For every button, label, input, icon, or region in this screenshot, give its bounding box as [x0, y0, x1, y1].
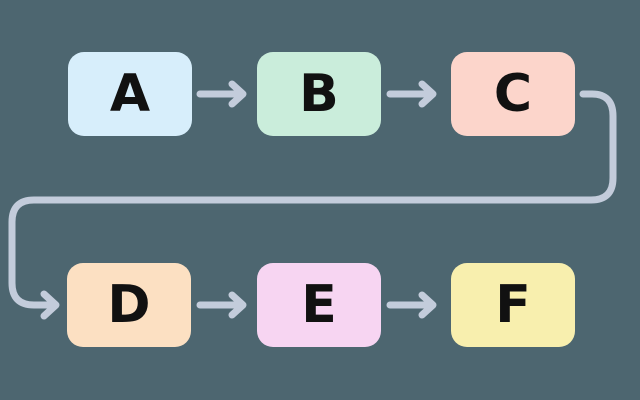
node-f-label: F: [495, 275, 531, 335]
node-e[interactable]: E: [257, 263, 381, 347]
edge-e-to-f: [386, 291, 437, 319]
node-e-label: E: [301, 275, 337, 335]
node-f[interactable]: F: [451, 263, 575, 347]
node-b-label: B: [299, 64, 339, 124]
node-d[interactable]: D: [67, 263, 191, 347]
edge-d-to-e: [196, 291, 247, 319]
node-a[interactable]: A: [68, 52, 192, 136]
edge-a-to-b: [196, 80, 247, 108]
node-c-label: C: [493, 64, 533, 124]
node-b[interactable]: B: [257, 52, 381, 136]
node-a-label: A: [109, 64, 151, 124]
edge-b-to-c: [386, 80, 437, 108]
node-d-label: D: [107, 275, 151, 335]
node-c[interactable]: C: [451, 52, 575, 136]
